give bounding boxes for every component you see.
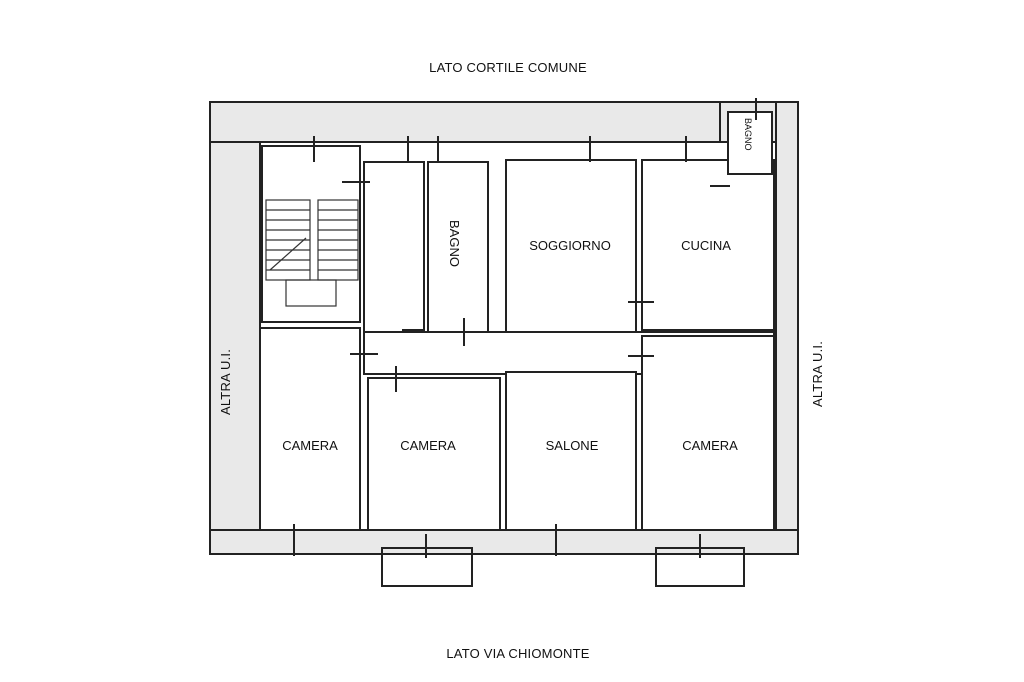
- room-label-camera-1: CAMERA: [282, 438, 338, 453]
- room-label-bagno: BAGNO: [447, 220, 462, 267]
- doors: [342, 181, 730, 392]
- room-label-camera-2: CAMERA: [400, 438, 456, 453]
- label-top-side: LATO CORTILE COMUNE: [429, 60, 587, 75]
- label-left-side: ALTRA U.I.: [218, 349, 233, 415]
- room-label-camera-3: CAMERA: [682, 438, 738, 453]
- room-label-soggiorno: SOGGIORNO: [529, 238, 611, 253]
- staircase: [265, 199, 359, 307]
- room-label-cucina: CUCINA: [681, 238, 731, 253]
- label-right-side: ALTRA U.I.: [810, 341, 825, 407]
- room-label-bagno-small: BAGNO: [743, 118, 753, 151]
- room-label-salone: SALONE: [546, 438, 599, 453]
- windows: [293, 98, 757, 558]
- room-areas: [259, 111, 775, 531]
- balconies: [381, 547, 745, 587]
- label-bottom-side: LATO VIA CHIOMONTE: [446, 646, 589, 661]
